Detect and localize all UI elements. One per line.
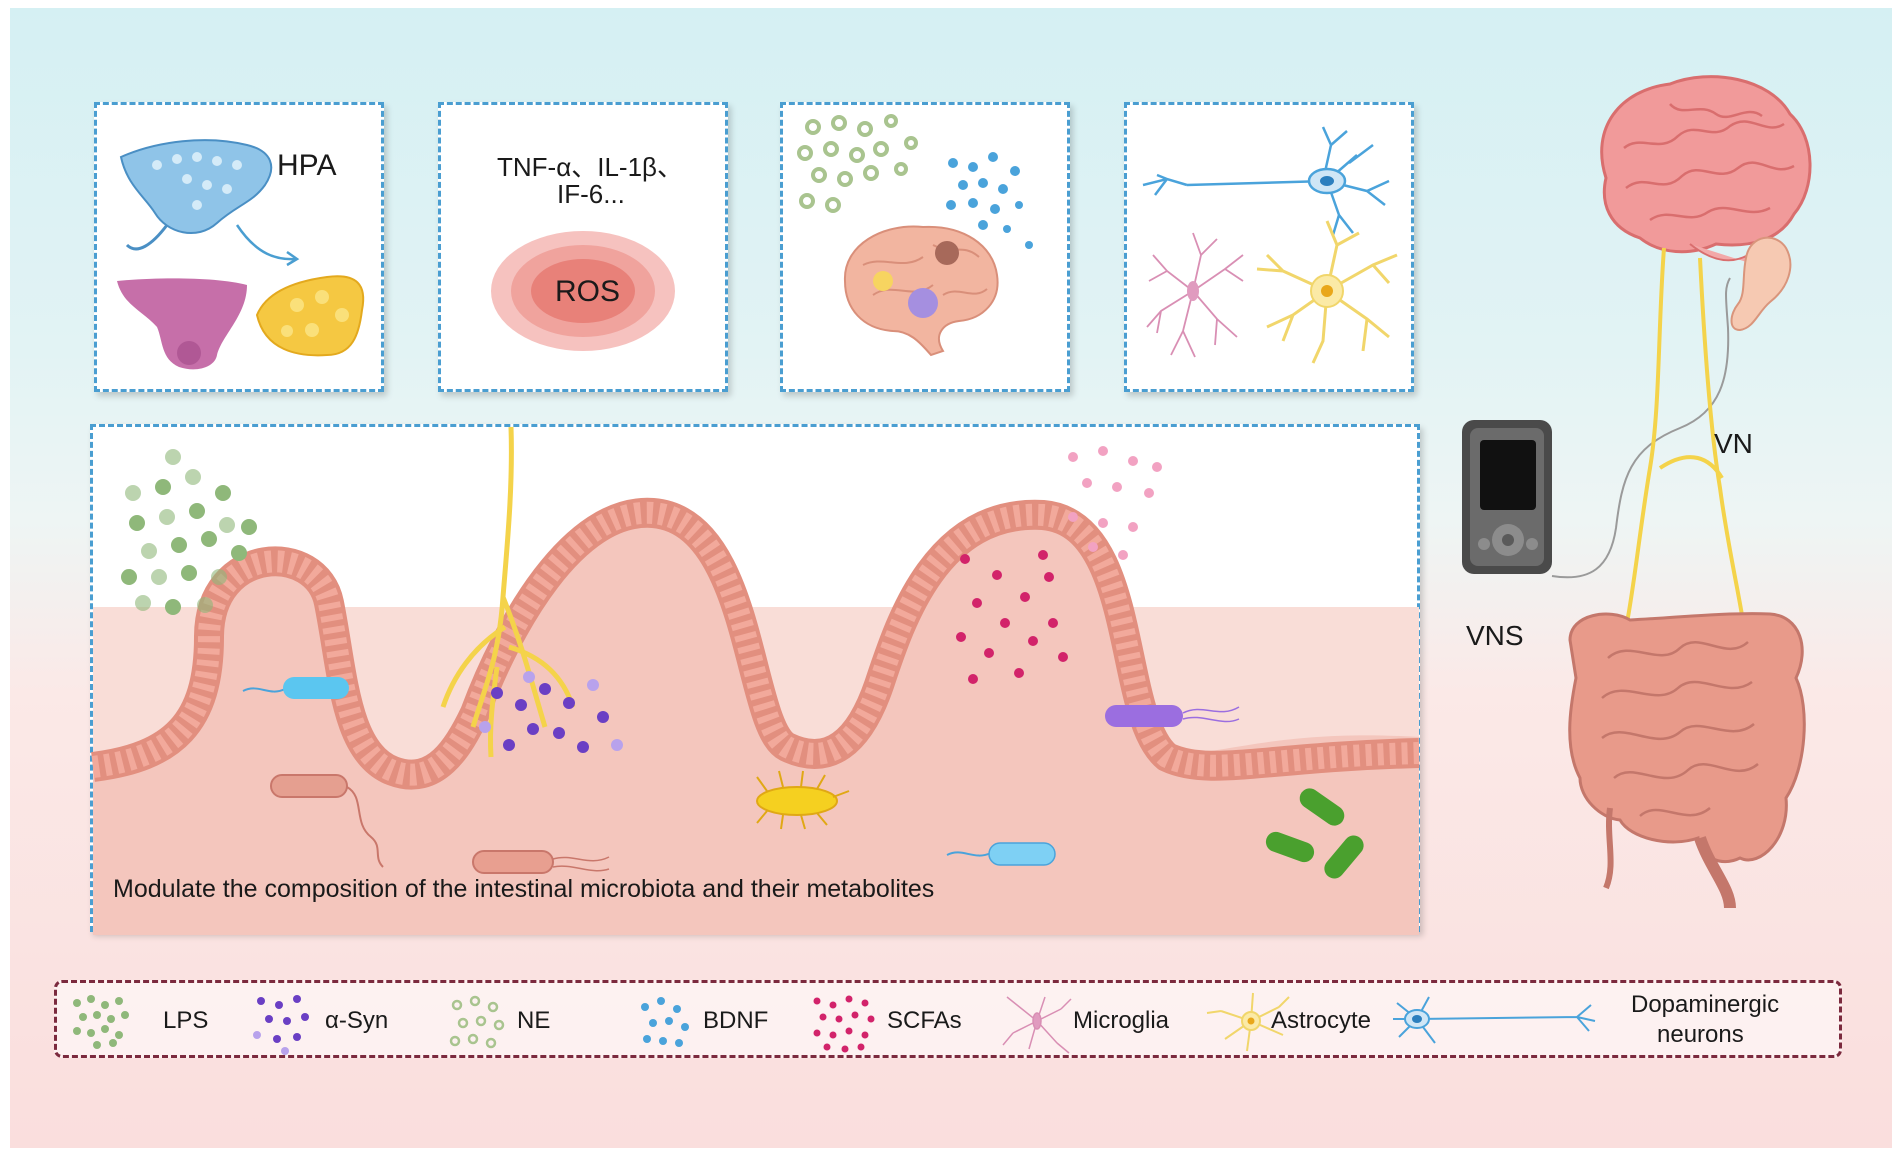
vns-label: VNS [1466, 620, 1524, 651]
legend-label-bdnf: BDNF [703, 1007, 769, 1034]
microglia-legend-icon [1002, 996, 1072, 1054]
neuron-microglia-astrocyte-illustration [1142, 126, 1398, 364]
legend-label-scfas: SCFAs [887, 1007, 962, 1034]
dopaminergic-neuron-legend-icon [1393, 996, 1596, 1044]
intestine-illustration [1568, 612, 1806, 909]
diagram-canvas: HPA TNF-α、IL-1β、 IF-6... ROS [10, 8, 1892, 1148]
vns-device [1462, 420, 1552, 574]
inflammation-panel: TNF-α、IL-1β、 IF-6... ROS [438, 102, 728, 392]
vns-device-brain-gut-illustration [1462, 75, 1812, 909]
legend-label-microglia: Microglia [1073, 1007, 1170, 1034]
legend-icons [73, 992, 1596, 1055]
scfas-legend-icon [813, 995, 875, 1053]
legend-label-alpha-syn: α-Syn [325, 1007, 389, 1034]
brain-neurotransmitter-panel [780, 102, 1070, 392]
ne-legend-icon [449, 995, 505, 1049]
legend-label-dopaminergic-1: Dopaminergic [1631, 991, 1780, 1018]
intestinal-wall-illustration [90, 426, 1420, 935]
ros-gradient-illustration [491, 231, 675, 351]
legend-label-dopaminergic-2: neurons [1657, 1021, 1744, 1048]
legend: LPS α-Syn NE BDNF SCFAs Microglia Astroc… [54, 980, 1842, 1058]
gut-panel: Modulate the composition of the intestin… [90, 424, 1420, 935]
vn-label: VN [1714, 428, 1753, 459]
legend-label-lps: LPS [163, 1007, 209, 1034]
hpa-label: HPA [277, 149, 337, 182]
brain-ne-bdnf-illustration [797, 114, 1033, 357]
gut-caption: Modulate the composition of the intestin… [113, 875, 935, 903]
ros-label: ROS [555, 275, 621, 308]
lps-legend-icon [73, 995, 129, 1049]
hpa-axis-illustration [117, 139, 365, 370]
bdnf-legend-icon [641, 997, 689, 1047]
bacteria [242, 677, 1364, 879]
legend-label-ne: NE [517, 1007, 551, 1034]
legend-label-astrocyte: Astrocyte [1271, 1007, 1372, 1034]
glia-neuron-panel [1124, 102, 1414, 392]
brain-illustration [1600, 75, 1812, 275]
cytokines-line-1: TNF-α、IL-1β、 [497, 152, 683, 182]
astrocyte-legend-icon [1206, 992, 1290, 1052]
alpha-syn-legend-icon [253, 995, 309, 1055]
cytokines-line-2: IF-6... [557, 179, 625, 209]
hpa-panel: HPA [94, 102, 384, 392]
